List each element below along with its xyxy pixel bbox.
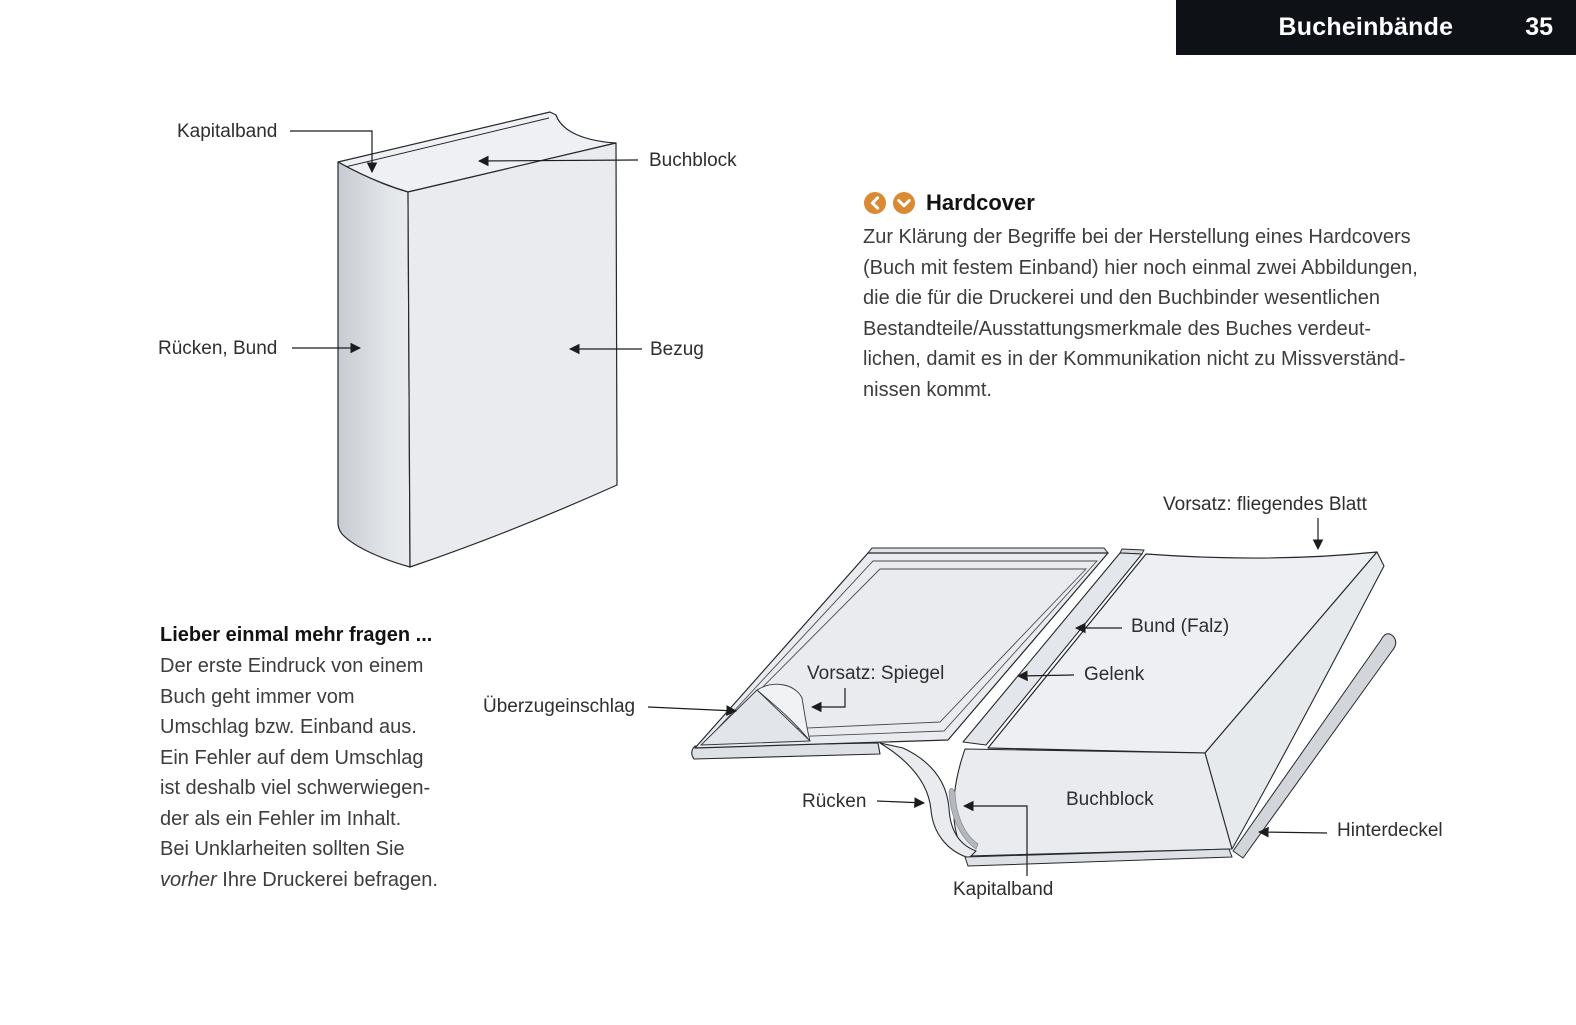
page-title: Bucheinbände (1278, 13, 1454, 41)
label-vorsatz-fliegendes-blatt: Vorsatz: fliegendes Blatt (1163, 494, 1367, 515)
label-ruecken-bund: Rücken, Bund (158, 338, 278, 359)
label-vorsatz-spiegel: Vorsatz: Spiegel (807, 663, 945, 684)
hinterdeckel-strip (1232, 633, 1397, 859)
side-note-last-line: vorher Ihre Druckerei befragen. (160, 868, 438, 891)
header-bar: Bucheinbände 35 (1176, 0, 1576, 55)
chevron-down-icon (893, 192, 915, 214)
hardcover-heading: Hardcover (863, 190, 1035, 216)
label-ruecken: Rücken (802, 791, 867, 812)
side-note-title: Lieber einmal mehr fragen ... (160, 624, 433, 646)
bund-strip (962, 552, 1143, 746)
label-bund-falz: Bund (Falz) (1131, 616, 1230, 637)
chevron-left-icon (864, 192, 886, 214)
hardcover-paragraph: Zur Klärung der Begriffe bei der Herstel… (863, 226, 1418, 401)
label-kapitalband: Kapitalband (177, 121, 278, 142)
label-kapitalband-2: Kapitalband (953, 879, 1054, 900)
page-number: 35 (1525, 13, 1553, 41)
nav-icons (864, 192, 915, 214)
label-ueberzugeinschlag: Überzugeinschlag (483, 696, 636, 717)
label-bezug: Bezug (650, 339, 704, 360)
buchblock-face (953, 748, 1233, 857)
ruecken-band (879, 742, 977, 859)
section-title: Hardcover (926, 190, 1035, 215)
side-note: Lieber einmal mehr fragen ... Der erste … (160, 620, 490, 895)
closed-book-figure (290, 111, 642, 568)
label-buchblock: Buchblock (649, 150, 737, 171)
side-note-italic-word: vorher (160, 868, 217, 891)
spine-shape (337, 161, 411, 568)
label-gelenk: Gelenk (1084, 664, 1145, 685)
open-book-figure (647, 518, 1397, 876)
spiegel-curl (756, 683, 811, 742)
label-hinterdeckel: Hinterdeckel (1337, 820, 1443, 841)
fore-edge-shape (1204, 551, 1385, 850)
kapitalband-shape-2 (948, 787, 979, 850)
label-buchblock-2: Buchblock (1066, 789, 1154, 810)
front-cover-shape (407, 142, 618, 568)
